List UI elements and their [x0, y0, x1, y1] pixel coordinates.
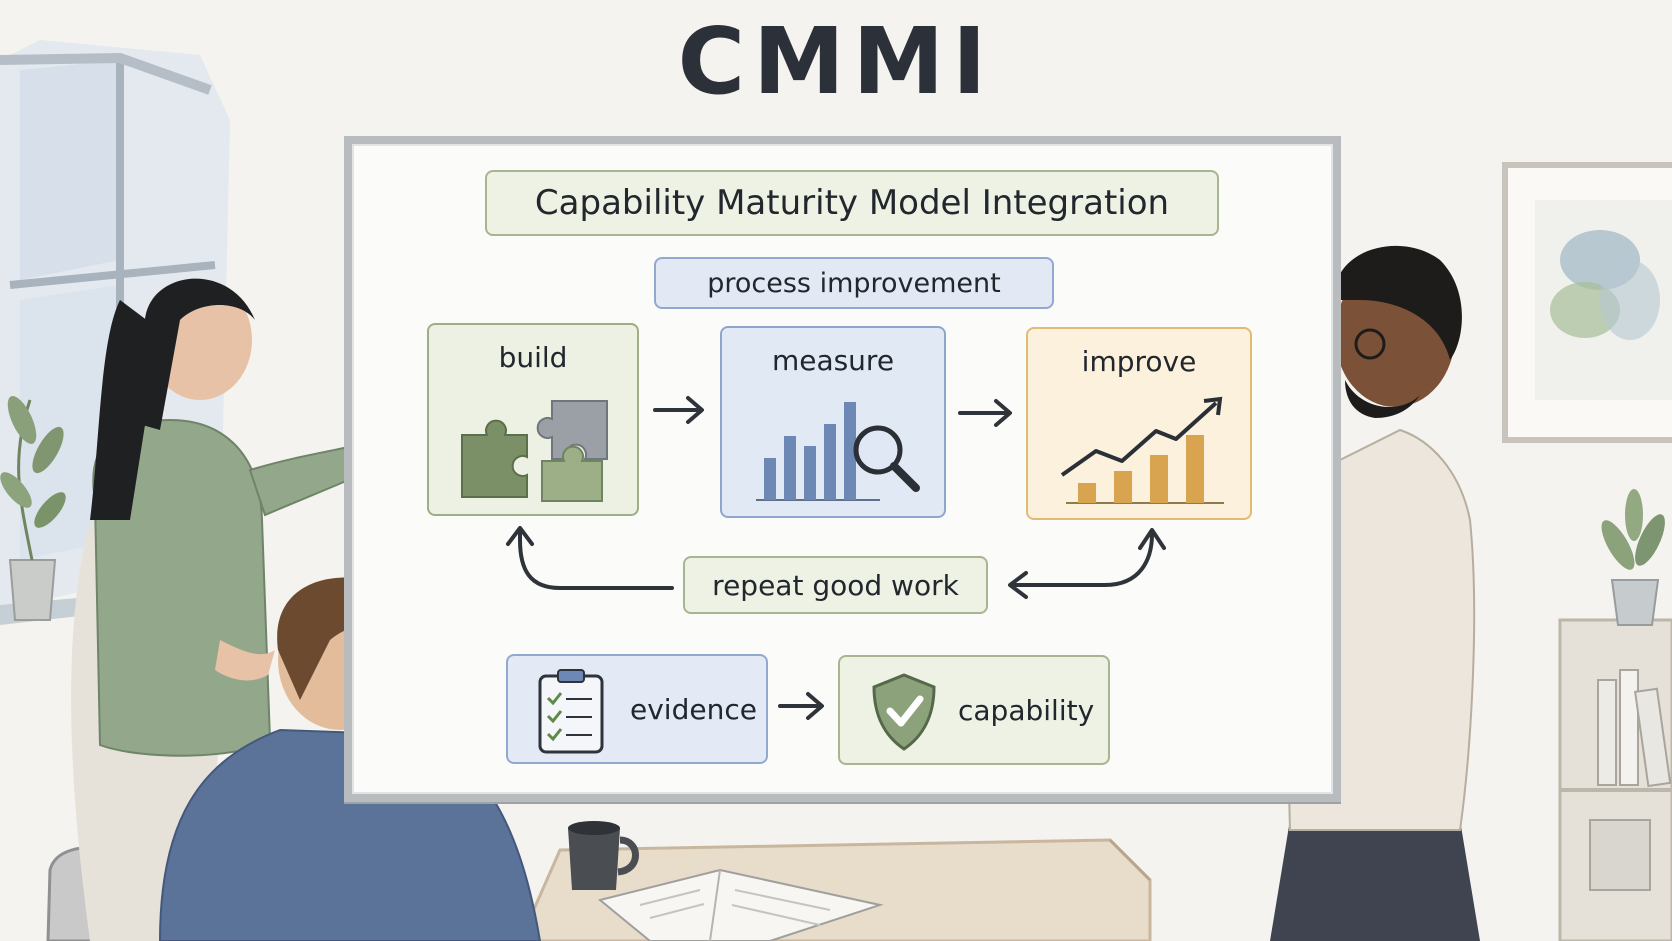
focus-pill: process improvement: [654, 257, 1054, 309]
loop-arrow-right: [1010, 528, 1166, 587]
loop-label-box: repeat good work: [683, 556, 988, 614]
loop-label-text: repeat good work: [712, 568, 959, 602]
page-title: CMMI: [677, 8, 995, 115]
bar-chart-magnifier-icon: [756, 402, 920, 501]
step-improve: improve: [1026, 327, 1252, 520]
step-improve-label: improve: [1081, 345, 1197, 378]
plant-left: [0, 396, 66, 621]
outcome-capability-label: capability: [958, 693, 1095, 727]
outcome-evidence: evidence: [506, 654, 768, 764]
subtitle-box: Capability Maturity Model Integration: [485, 170, 1219, 236]
shelf-right: [1558, 489, 1672, 941]
outcome-evidence-label: evidence: [630, 692, 757, 726]
framed-art: [1502, 162, 1672, 443]
checklist-clipboard-icon: [538, 669, 604, 754]
loop-arrow-right-head: [1008, 571, 1028, 599]
coffee-mug: [568, 821, 639, 890]
arrow-evidence-to-capability: [778, 692, 824, 720]
arrow-build-to-measure: [653, 396, 704, 424]
shield-check-icon: [872, 673, 936, 751]
rising-chart-icon: [1060, 396, 1224, 504]
step-build-label: build: [498, 341, 568, 374]
outcome-capability: capability: [838, 655, 1110, 765]
step-measure: measure: [720, 326, 946, 518]
subtitle-text: Capability Maturity Model Integration: [534, 183, 1170, 223]
focus-text: process improvement: [707, 267, 1001, 299]
step-build: build: [427, 323, 639, 516]
loop-arrow-left: [506, 526, 674, 590]
notebook: [597, 868, 884, 941]
puzzle-icon: [461, 400, 608, 502]
arrow-measure-to-improve: [958, 399, 1012, 427]
step-measure-label: measure: [771, 344, 895, 377]
